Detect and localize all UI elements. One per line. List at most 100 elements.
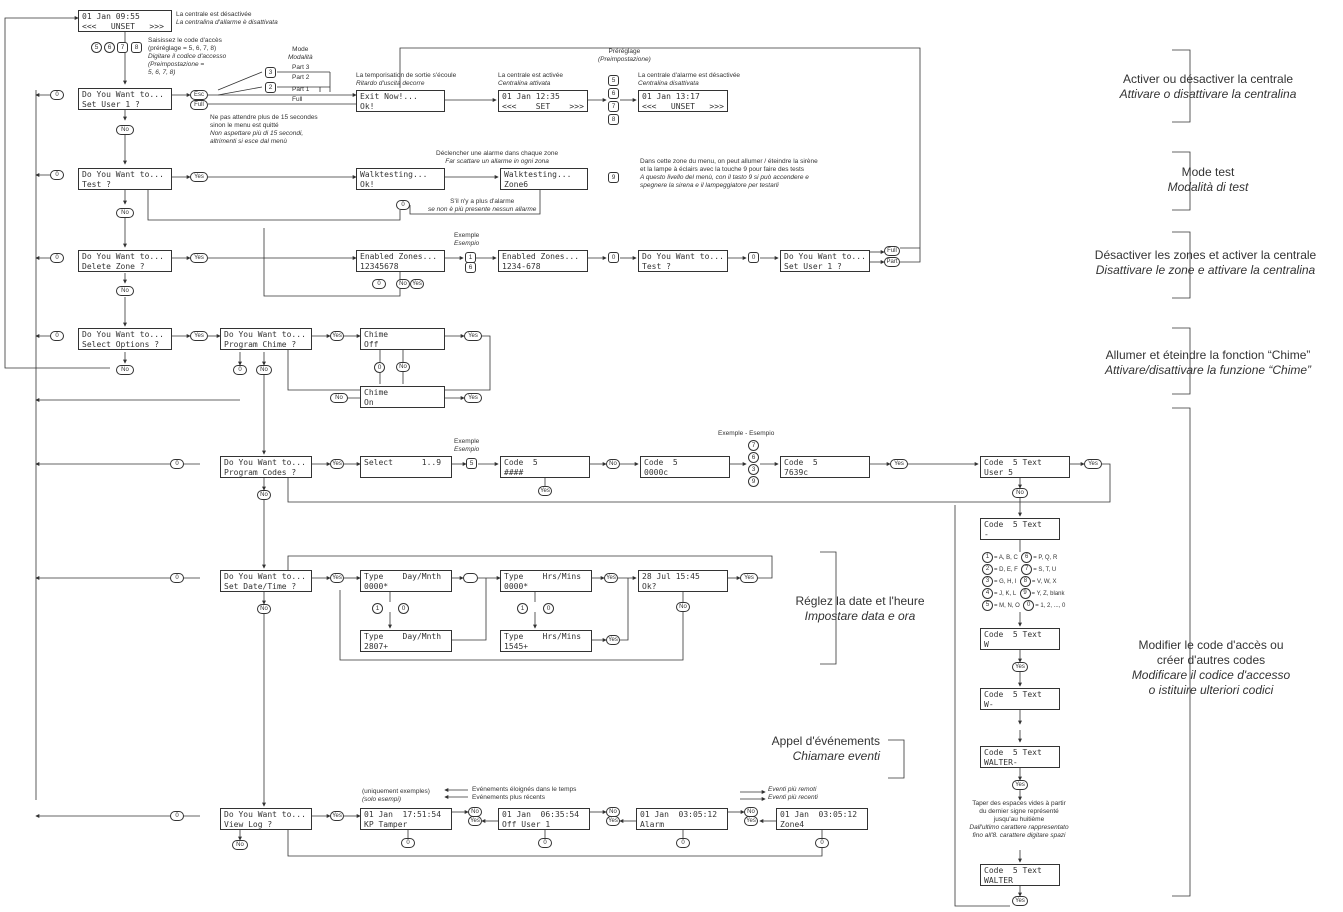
only-example-note: (uniquement exemples) (solo esempi) [362,788,430,804]
key-5[interactable]: 5 [91,42,102,53]
key-8[interactable]: 8 [131,42,142,53]
key-6[interactable]: 6 [748,452,759,463]
key-6[interactable]: 6 [104,42,115,53]
key-0[interactable]: 0 [748,252,759,263]
key-6[interactable]: 6 [465,262,476,273]
day-month-entered-display: Type Day/Mnth 2807+ [360,630,452,652]
yes-button[interactable]: Yes [468,816,482,826]
yes-button[interactable]: Yes [190,331,208,341]
yes-button[interactable]: Yes [464,393,482,403]
lcd-line: #### [504,468,524,477]
key-1[interactable]: 1 [372,603,383,614]
key-0[interactable]: 0 [374,362,385,373]
key-5[interactable]: 5 [466,458,477,469]
yes-button[interactable]: Yes [538,486,552,496]
zero-button[interactable]: 0 [676,838,690,848]
yes-button[interactable]: Yes [190,172,208,182]
no-button[interactable]: No [396,362,410,372]
note-fr: Exemple [454,438,480,445]
key-5: 5 [982,600,993,612]
blank-button[interactable] [463,573,478,583]
yes-button[interactable]: Yes [740,573,758,583]
no-button[interactable]: No [257,604,271,614]
zero-button[interactable]: 0 [396,200,410,210]
esc-zero-button[interactable]: 0 [170,811,184,821]
unset2-note: La centrale d'alarme est désactivée Cent… [638,72,740,88]
yes-button[interactable]: Yes [604,573,618,583]
no-button[interactable]: No [396,279,410,289]
key-0[interactable]: 0 [608,252,619,263]
yes-button[interactable]: Yes [410,279,424,289]
lcd-line: WALTER [984,876,1013,885]
no-button[interactable]: No [116,125,134,135]
key-6[interactable]: 6 [608,88,619,99]
yes-button[interactable]: Yes [330,811,344,821]
no-button[interactable]: No [256,365,272,375]
yes-button[interactable]: Yes [1012,662,1028,672]
yes-button[interactable]: Yes [606,635,620,645]
yes-button[interactable]: Yes [1012,896,1028,906]
no-button[interactable]: No [330,393,348,403]
full-button[interactable]: Full [190,100,208,110]
yes-button[interactable]: Yes [1084,459,1102,469]
no-button[interactable]: No [606,459,620,469]
example-note: Exemple Esempio [454,232,479,248]
no-button[interactable]: No [116,365,134,375]
note-it: Eventi più remoti [768,786,817,793]
note-it: Ritardo d'uscita decorre [356,80,425,87]
esc-zero-button[interactable]: 0 [50,90,64,100]
key-0[interactable]: 0 [398,603,409,614]
key-3[interactable]: 3 [265,67,276,78]
no-button[interactable]: No [116,286,134,296]
yes-button[interactable]: Yes [606,816,620,826]
caption-date-time: Réglez la date et l'heure Impostare data… [750,594,970,624]
yes-button[interactable]: Yes [330,459,344,469]
yes-button[interactable]: Yes [464,331,482,341]
no-button[interactable]: No [257,490,271,500]
key-9[interactable]: 9 [608,172,619,183]
esc-zero-button[interactable]: 0 [170,459,184,469]
key-9[interactable]: 9 [748,476,759,487]
zero-button[interactable]: 0 [401,838,415,848]
esc-zero-button[interactable]: 0 [50,253,64,263]
esc-zero-button[interactable]: 0 [50,170,64,180]
no-button[interactable]: No [1012,488,1028,498]
yes-button[interactable]: Yes [330,331,344,341]
lcd-line: 0000c [644,468,669,477]
no-button[interactable]: No [232,840,248,850]
yes-button[interactable]: Yes [330,573,344,583]
lcd-line: User 5 [984,468,1013,477]
zero-button[interactable]: 0 [233,365,247,375]
no-button[interactable]: No [676,602,690,612]
key-2[interactable]: 2 [265,82,276,93]
lcd-line: Test ? [642,262,671,271]
yes-button[interactable]: Yes [1012,780,1028,790]
yes-button[interactable]: Yes [744,816,758,826]
key-1[interactable]: 1 [517,603,528,614]
esc-zero-button[interactable]: 0 [50,331,64,341]
zero-button[interactable]: 0 [372,279,386,289]
key-7[interactable]: 7 [748,440,759,451]
lcd-line: Walktesting... [504,170,572,179]
full-button[interactable]: Full [884,246,900,256]
lcd-line: Ok! [360,180,375,189]
part-button[interactable]: Part [884,257,900,267]
key-letters: = A, B, C [994,555,1018,562]
esc-button[interactable]: Esc [190,90,208,100]
hrs-mins-display: Type Hrs/Mins 0000* [500,570,592,592]
key-8[interactable]: 8 [608,114,619,125]
yes-button[interactable]: Yes [190,253,208,263]
key-5[interactable]: 5 [608,75,619,86]
log-entry-display: 01 Jan 17:51:54 KP Tamper [360,808,452,830]
zero-button[interactable]: 0 [815,838,829,848]
key-7[interactable]: 7 [117,42,128,53]
zero-button[interactable]: 0 [538,838,552,848]
key-7[interactable]: 7 [608,101,619,112]
key-0[interactable]: 0 [543,603,554,614]
no-button[interactable]: No [116,208,134,218]
key-3[interactable]: 3 [748,464,759,475]
part-label: Part 2 [292,74,310,81]
esc-zero-button[interactable]: 0 [170,573,184,583]
walktest-zone-display: Walktesting... Zone6 [500,168,588,190]
yes-button[interactable]: Yes [890,459,908,469]
